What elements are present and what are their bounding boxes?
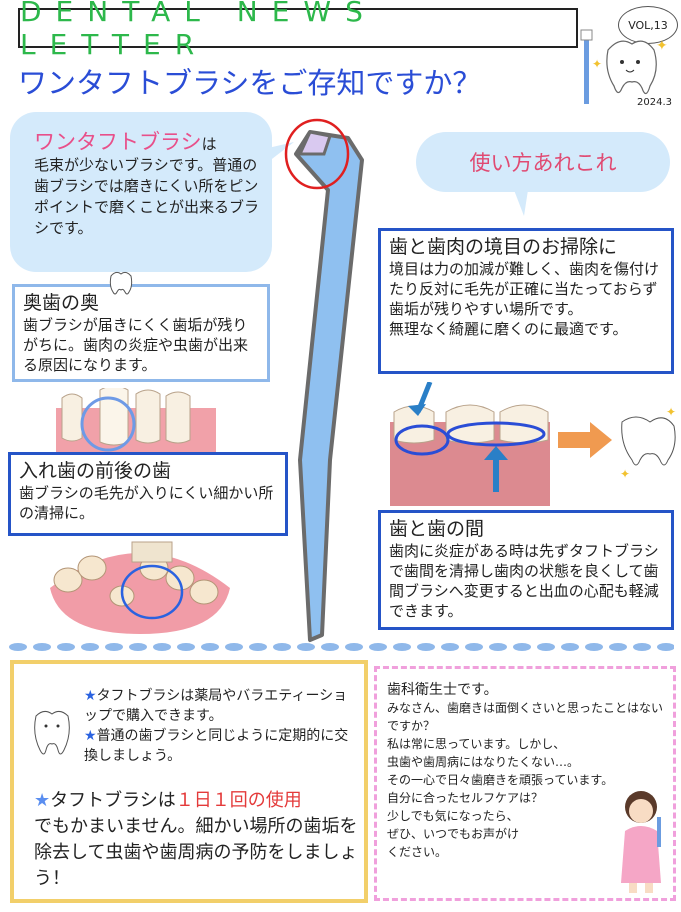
gumline-body: 境目は力の加減が難しく、歯肉を傷付けたり反対に毛先が正確に当たっておらず歯垢が残… xyxy=(389,260,660,338)
intro-term: ワンタフトブラシ xyxy=(34,130,202,154)
tip-big-highlight: １日１回の使用 xyxy=(175,790,302,811)
tip-big-prefix: タフトブラシは xyxy=(50,790,176,811)
newsletter-header: DENTAL NEWS LETTER xyxy=(18,0,578,61)
hygienist-line: 自分に合ったセルフケアは？ xyxy=(387,791,544,805)
tip-2: 普通の歯ブラシと同じように定期的に交換しましょう。 xyxy=(84,728,349,764)
toothbrush-icon xyxy=(657,817,661,847)
sparkle-icon: ✦ xyxy=(656,38,668,54)
hygienist-text: 歯科衛生士です。 みなさん、歯磨きは面倒くさいと思ったことはないですか？ 私は常… xyxy=(387,681,671,861)
hygienist-line: 私は常に思っています。しかし、 xyxy=(387,737,566,751)
denture-illustration xyxy=(50,541,230,634)
star-icon: ★ xyxy=(84,728,97,744)
volume-number: VOL,13 xyxy=(628,18,668,32)
svg-text:✦: ✦ xyxy=(666,405,676,419)
molar-body: 歯ブラシが届きにくく歯垢が残りがちに。歯肉の炎症や虫歯が出来る原因になります。 xyxy=(23,316,249,374)
between-box: 歯と歯の間 歯肉に炎症がある時は先ずタフトブラシで歯間を清掃し歯肉の状態を良くし… xyxy=(378,510,674,630)
hygienist-box: 歯科衛生士です。 みなさん、歯磨きは面倒くさいと思ったことはないですか？ 私は常… xyxy=(374,666,676,901)
volume-badge: VOL,13 xyxy=(618,6,678,44)
newsletter-title: DENTAL NEWS LETTER xyxy=(20,0,377,61)
intro-bubble: ワンタフトブラシは 毛束が少ないブラシです。普通の歯ブラシでは磨きにくい所をピン… xyxy=(10,112,272,272)
star-icon: ★ xyxy=(34,790,51,811)
intro-body: 毛束が少ないブラシです。普通の歯ブラシでは磨きにくい所をピンポイントで磨くことが… xyxy=(34,156,260,237)
svg-text:✦: ✦ xyxy=(592,57,602,71)
molar-heading: 奥歯の奥 xyxy=(23,292,100,314)
toothbrush-icon xyxy=(284,118,364,642)
intro-suffix: は xyxy=(201,135,217,153)
hygienist-line: 歯科衛生士です。 xyxy=(387,682,498,698)
hygienist-line: その一心で日々歯磨きを頑張っています。 xyxy=(387,773,614,787)
between-heading: 歯と歯の間 xyxy=(389,518,485,540)
arrow-icon xyxy=(558,422,612,458)
hygienist-line: 少しでも気になったら、 xyxy=(387,809,519,823)
gumline-heading: 歯と歯肉の境目のお掃除に xyxy=(389,236,618,258)
usage-bubble: 使い方あれこれ xyxy=(416,132,670,192)
hygienist-line: みなさん、歯磨きは面倒くさいと思ったことはないですか？ xyxy=(387,701,664,733)
between-body: 歯肉に炎症がある時は先ずタフトブラシで歯間を清掃し歯肉の状態を良くして歯間ブラシ… xyxy=(389,542,659,620)
issue-date: 2024.3 xyxy=(637,97,672,108)
hygienist-illustration xyxy=(621,791,661,893)
tooth-mascot-icon xyxy=(109,271,133,295)
star-icon: ★ xyxy=(84,688,97,704)
sparkle-icon: ✦ xyxy=(620,467,630,481)
crooked-heading: 入れ歯の前後の歯 xyxy=(19,460,172,482)
tooth-mascot-icon xyxy=(34,710,70,755)
molar-box: 奥歯の奥 歯ブラシが届きにくく歯垢が残りがちに。歯肉の炎症や虫歯が出来る原因にな… xyxy=(12,284,270,382)
teeth-illustration xyxy=(56,388,216,458)
page-title: ワンタフトブラシをご存知ですか？ xyxy=(18,66,482,100)
crooked-box: 入れ歯の前後の歯 歯ブラシの毛先が入りにくい細かい所の清掃に。 xyxy=(8,452,288,536)
crooked-body: 歯ブラシの毛先が入りにくい細かい所の清掃に。 xyxy=(19,484,274,522)
usage-bubble-text: 使い方あれこれ xyxy=(469,151,617,175)
tip-1: タフトブラシは薬局やバラエティーショップで購入できます。 xyxy=(84,688,348,724)
toothbrush-icon xyxy=(584,34,589,104)
hygienist-line: ください。 xyxy=(387,845,448,859)
gumline-box: 歯と歯肉の境目のお掃除に 境目は力の加減が難しく、歯肉を傷付けたり反対に毛先が正… xyxy=(378,228,674,374)
hygienist-line: ぜひ、いつでもお声がけ xyxy=(387,827,520,841)
tip-big-rest: でもかまいません。細かい場所の歯垢を除去して虫歯や歯周病の予防をしましょう！ xyxy=(34,816,358,889)
tips-box: ★タフトブラシは薬局やバラエティーショップで購入できます。 ★普通の歯ブラシと同… xyxy=(10,660,368,903)
tooth-mascot-icon: ✦ ✦ xyxy=(580,29,668,104)
hygienist-line: 虫歯や歯周病にはなりたくない…。 xyxy=(387,755,580,769)
gum-teeth-illustration: ✦ ✦ xyxy=(390,382,676,506)
separator-dashes xyxy=(9,643,674,651)
